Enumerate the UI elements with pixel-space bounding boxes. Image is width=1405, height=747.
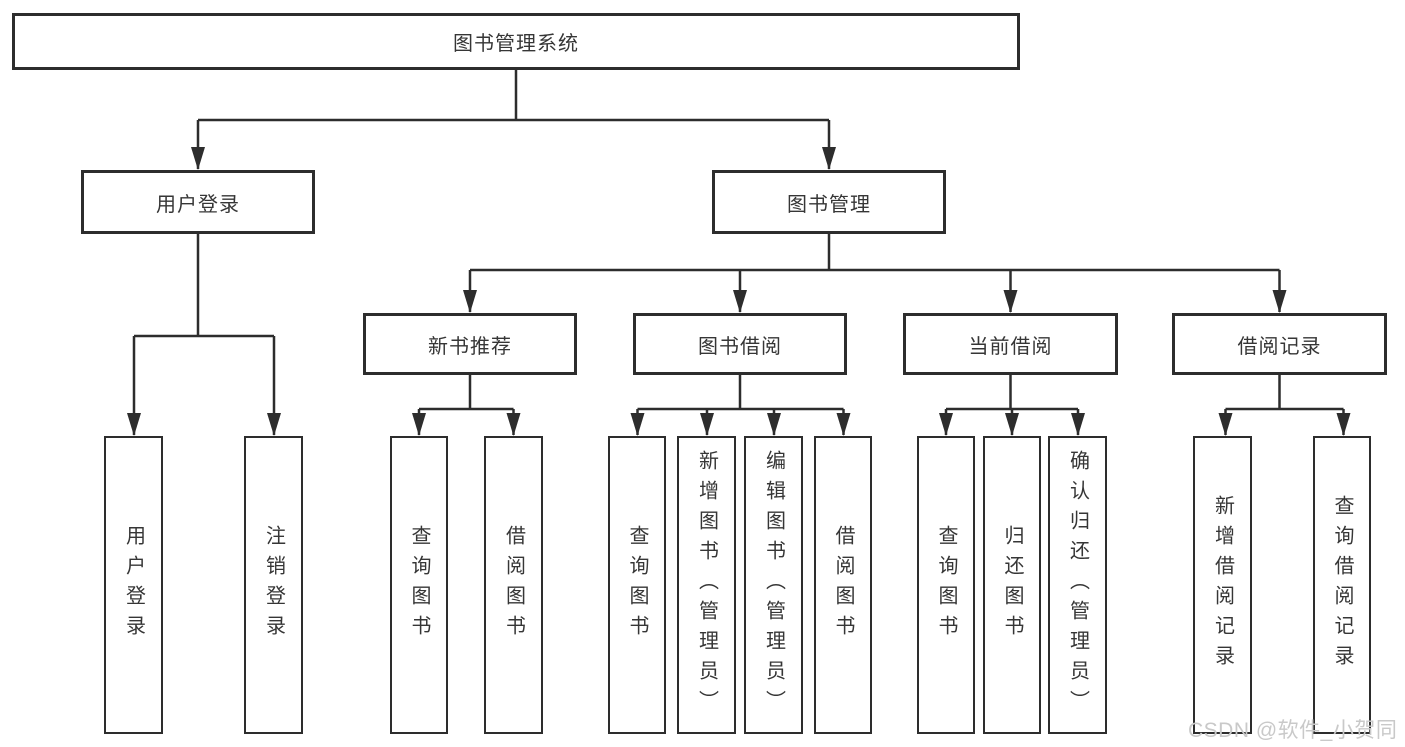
node-root: 图书管理系统 [12,13,1020,70]
node-current-borrowing-label: 当前借阅 [968,335,1053,358]
node-root-label: 图书管理系统 [453,33,579,55]
leaf-query-books-current: 查询图书 [917,436,975,734]
leaf-query-books-recommend-label: 查询图书 [408,525,430,645]
leaf-edit-book-admin: 编辑图书（管理员） [744,436,803,734]
leaf-borrow-books-borrowing-label: 借阅图书 [832,525,854,645]
node-user-login: 用户登录 [81,170,315,234]
leaf-borrow-books-recommend: 借阅图书 [484,436,543,734]
leaf-user-login: 用户登录 [104,436,163,734]
leaf-confirm-return-admin: 确认归还（管理员） [1048,436,1107,734]
leaf-query-books-borrowing-label: 查询图书 [626,525,648,645]
node-new-book-recommend: 新书推荐 [363,313,577,375]
leaf-logout: 注销登录 [244,436,303,734]
leaf-query-borrow-record: 查询借阅记录 [1313,436,1371,734]
leaf-borrow-books-borrowing: 借阅图书 [814,436,872,734]
leaf-add-book-admin-label: 新增图书（管理员） [695,450,718,720]
leaf-confirm-return-admin-label: 确认归还（管理员） [1066,450,1089,720]
leaf-add-book-admin: 新增图书（管理员） [677,436,736,734]
node-current-borrowing: 当前借阅 [903,313,1118,375]
leaf-borrow-books-recommend-label: 借阅图书 [502,525,525,645]
node-book-borrowing: 图书借阅 [633,313,847,375]
leaf-query-books-borrowing: 查询图书 [608,436,666,734]
node-user-login-label: 用户登录 [156,193,240,216]
leaf-add-borrow-record: 新增借阅记录 [1193,436,1252,734]
leaf-logout-label: 注销登录 [262,525,285,645]
leaf-user-login-label: 用户登录 [122,525,145,645]
leaf-query-books-current-label: 查询图书 [935,525,957,645]
node-book-management-label: 图书管理 [787,193,871,216]
leaf-return-book: 归还图书 [983,436,1041,734]
leaf-query-books-recommend: 查询图书 [390,436,448,734]
watermark: CSDN @软件_小贺同学 [1188,719,1398,742]
leaf-return-book-label: 归还图书 [1001,525,1023,645]
leaf-add-borrow-record-label: 新增借阅记录 [1211,495,1234,675]
node-new-book-recommend-label: 新书推荐 [428,335,512,358]
node-borrowing-records-label: 借阅记录 [1237,335,1322,358]
leaf-query-borrow-record-label: 查询借阅记录 [1331,495,1353,675]
node-book-management: 图书管理 [712,170,946,234]
node-book-borrowing-label: 图书借阅 [698,335,782,358]
leaf-edit-book-admin-label: 编辑图书（管理员） [762,450,785,720]
node-borrowing-records: 借阅记录 [1172,313,1387,375]
